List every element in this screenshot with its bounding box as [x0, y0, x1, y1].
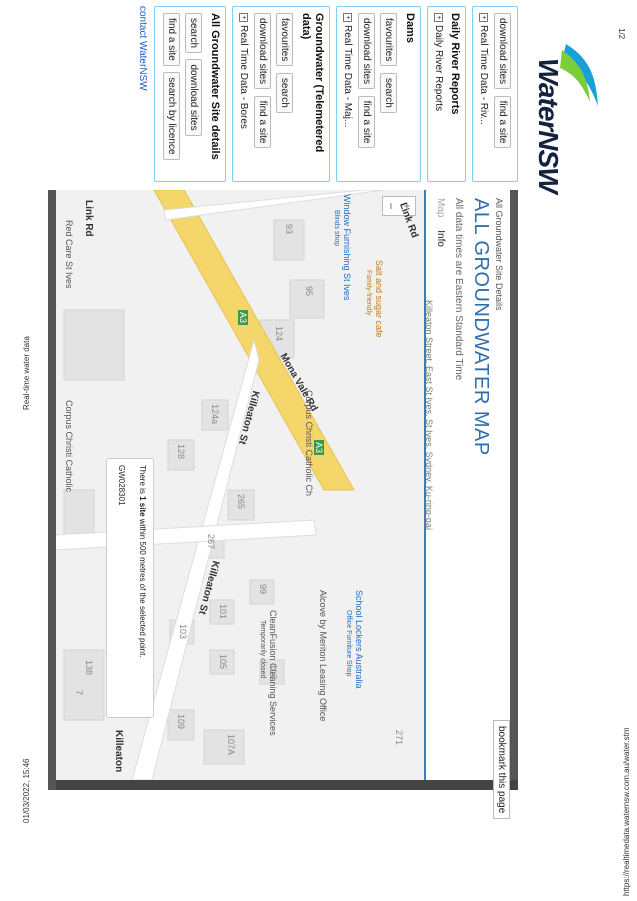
- horizontal-scrollbar-top[interactable]: [510, 190, 518, 790]
- agw-search-by-licence-button[interactable]: search by licence: [163, 72, 180, 160]
- breadcrumb: All Groundwater Site Details: [494, 198, 504, 311]
- agw-find-site-button[interactable]: find a site: [163, 13, 180, 66]
- house-number: 7: [74, 690, 84, 696]
- tree-item-bores[interactable]: +Real Time Data - Bores: [238, 13, 249, 175]
- house-number: 138: [84, 660, 94, 676]
- map-address: Killeaton Street, East St Ives, St Ives,…: [424, 300, 434, 530]
- dams-favourites-button[interactable]: favourites: [380, 13, 397, 67]
- logo-wordmark: WaterNSW: [533, 58, 564, 193]
- dams-search-button[interactable]: search: [380, 72, 397, 113]
- house-number: 99: [258, 584, 268, 595]
- main-content: All Groundwater Site Details ALL GROUNDW…: [48, 190, 518, 790]
- route-badge: A3: [314, 440, 324, 456]
- house-number: 101: [218, 604, 228, 620]
- bookmark-button[interactable]: bookmark this page: [493, 720, 510, 820]
- house-number: 265: [236, 494, 246, 510]
- popup-text-post: within 500 metres of the selected point.: [138, 516, 147, 658]
- expand-icon[interactable]: +: [343, 13, 353, 22]
- logo-wave-icon: [560, 44, 598, 106]
- popup-text-pre: There is: [138, 465, 147, 497]
- gw-download-sites-button[interactable]: download sites: [254, 13, 271, 90]
- tab-info[interactable]: Info: [435, 230, 446, 247]
- house-number: 128: [176, 444, 186, 460]
- tab-bar: Map Info: [435, 198, 446, 257]
- gw-search-button[interactable]: search: [276, 72, 293, 113]
- panel-heading: Dams: [404, 13, 416, 43]
- print-url: https://realtimedata.waternsw.com.au/wat…: [622, 727, 631, 896]
- poi-label[interactable]: Corpus Christi Catholic Ch: [304, 390, 314, 497]
- expand-icon[interactable]: +: [434, 13, 444, 22]
- print-datetime: 01/03/2022, 15:46: [22, 758, 31, 823]
- poi-sublabel: Temporarily closed: [259, 620, 266, 679]
- house-number: 105: [218, 654, 228, 670]
- route-badge: A3: [238, 310, 248, 326]
- popup-site-link[interactable]: GW028301: [117, 465, 126, 506]
- panel-heading: All Groundwater Site details: [209, 13, 221, 160]
- house-number: 109: [176, 714, 186, 730]
- house-number: 267: [206, 534, 216, 550]
- house-number: 95: [304, 286, 314, 297]
- horizontal-scrollbar-bottom[interactable]: [48, 190, 56, 790]
- tab-map[interactable]: Map: [435, 198, 446, 218]
- map-address-bar: Killeaton Street, East St Ives, St Ives,…: [420, 300, 434, 800]
- house-number: 107A: [226, 734, 236, 756]
- poi-label[interactable]: Red Care St Ives: [64, 220, 74, 289]
- contact-link[interactable]: contact WaterNSW: [137, 6, 148, 91]
- map-view[interactable]: + − Mona Vale Rd Killeaton St Killeaton …: [54, 190, 426, 780]
- print-page-title: Real-time water data: [22, 336, 31, 410]
- house-number: 124: [274, 326, 284, 342]
- dams-find-site-button[interactable]: find a site: [358, 95, 375, 149]
- page-subtitle: All data times are Eastern Standard Time: [453, 198, 464, 381]
- poi-sublabel: Family-friendly: [365, 270, 372, 316]
- street-label: Killeaton: [113, 730, 124, 773]
- poi-sublabel: Office Furniture Shop: [345, 610, 352, 677]
- house-number: 124a: [210, 404, 220, 425]
- print-page-number: 1/2: [617, 28, 626, 40]
- waternsw-logo[interactable]: WaterNSW: [522, 40, 602, 193]
- panel-all-groundwater: All Groundwater Site details search down…: [154, 6, 226, 182]
- panel-groundwater: Groundwater (Telemetered data) favourite…: [232, 6, 330, 182]
- panel-heading: Groundwater (Telemetered data): [300, 13, 325, 153]
- rivers-download-sites-button[interactable]: download sites: [494, 13, 511, 90]
- page-title: ALL GROUNDWATER MAP: [470, 198, 492, 456]
- agw-download-sites-button[interactable]: download sites: [185, 59, 202, 136]
- house-number: 107: [268, 664, 278, 680]
- expand-icon[interactable]: +: [239, 13, 249, 22]
- vertical-scrollbar[interactable]: [48, 780, 518, 790]
- dams-download-sites-button[interactable]: download sites: [358, 13, 375, 90]
- house-number: 271: [394, 730, 404, 746]
- sidebar: download sites find a site +Real Time Da…: [137, 6, 518, 182]
- panel-dams: Dams favourites search download sites fi…: [336, 6, 421, 182]
- poi-sublabel: Blinds shop: [333, 210, 340, 247]
- poi-label[interactable]: Salt and sugar cafe: [374, 260, 384, 338]
- site-popup: There is 1 site within 500 metres of the…: [106, 458, 154, 718]
- panel-daily-river: Daily River Reports +Daily River Reports: [427, 6, 466, 182]
- gw-find-site-button[interactable]: find a site: [254, 95, 271, 149]
- poi-label[interactable]: Alcove by Meriton Leasing Office: [318, 590, 328, 722]
- tree-item-rivers[interactable]: +Real Time Data - Riv...: [478, 13, 489, 175]
- house-number: 93: [284, 224, 294, 235]
- agw-search-button[interactable]: search: [185, 13, 202, 54]
- rivers-find-site-button[interactable]: find a site: [494, 95, 511, 149]
- tree-item-daily-river[interactable]: +Daily River Reports: [433, 13, 444, 175]
- rotated-page: WaterNSW download sites find a site +Rea…: [42, 0, 610, 880]
- house-number: 103: [178, 624, 188, 640]
- poi-label[interactable]: School Lockers Australia: [354, 590, 364, 689]
- expand-icon[interactable]: +: [479, 13, 489, 22]
- poi-label[interactable]: Window Furnishing St Ives: [342, 194, 352, 301]
- panel-heading: Daily River Reports: [449, 13, 461, 115]
- popup-count: 1 site: [138, 496, 147, 517]
- poi-label[interactable]: Corpus Christi Catholic: [64, 400, 74, 493]
- gw-favourites-button[interactable]: favourites: [276, 13, 293, 67]
- tree-item-dams[interactable]: +Real Time Data - Maj...: [342, 13, 353, 175]
- street-label: Link Rd: [83, 200, 94, 237]
- panel-rivers: download sites find a site +Real Time Da…: [472, 6, 518, 182]
